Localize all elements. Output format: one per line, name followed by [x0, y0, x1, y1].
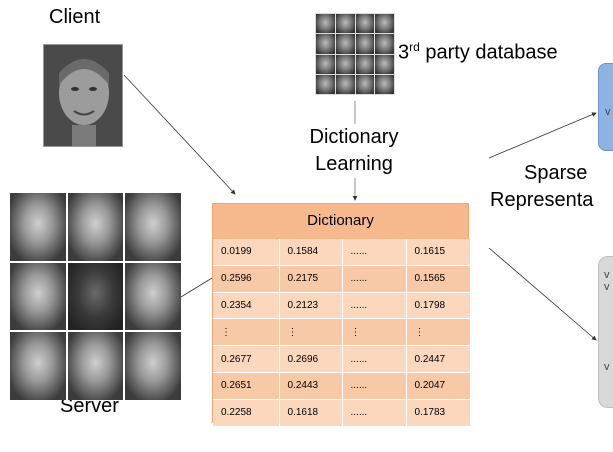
dictionary-cell: 0.1615 — [406, 239, 470, 266]
dictionary-cell: 0.2443 — [279, 372, 343, 400]
dictionary-learning-line1: Dictionary — [309, 126, 399, 148]
dictionary-cell: ...... — [342, 399, 407, 427]
dictionary-cell: ...... — [342, 265, 407, 293]
database-face-image — [355, 54, 375, 74]
database-face-image — [375, 74, 394, 94]
ordinal-number: 3 — [398, 41, 410, 64]
output-vectors-box: v v v — [598, 256, 613, 408]
database-face-image — [375, 54, 394, 74]
server-label: Server — [60, 395, 119, 417]
dictionary-cell: ⋮ — [406, 318, 470, 347]
database-face-image — [375, 14, 394, 34]
dictionary-learning-line2: Learning — [315, 153, 393, 175]
dictionary-cell: 0.2175 — [279, 265, 343, 293]
server-face-image — [67, 193, 124, 261]
client-to-dictionary-arrow — [123, 74, 236, 195]
database-face-image — [335, 74, 355, 94]
client-label: Client — [49, 6, 101, 28]
database-face-image — [335, 14, 355, 34]
database-face-image — [375, 34, 394, 54]
sparse-representation-line1: Sparse — [524, 162, 588, 184]
server-face-image — [125, 193, 181, 261]
dictionary-cell: 0.2651 — [213, 372, 280, 400]
output-vector-line2: v — [604, 281, 610, 293]
dictionary-cell: 0.1783 — [406, 399, 470, 427]
dictionary-cell: 0.2258 — [213, 399, 280, 427]
database-face-image — [335, 54, 355, 74]
server-face-image — [67, 262, 124, 331]
server-face-image — [10, 262, 66, 331]
dictionary-cell: ...... — [342, 345, 407, 373]
server-face-image — [10, 332, 66, 400]
dictionary-cell: 0.2354 — [213, 292, 280, 320]
dictionary-cell: 0.1584 — [279, 239, 343, 266]
dictionary-cell: 0.1565 — [406, 265, 470, 293]
server-face-image — [125, 332, 181, 400]
database-face-image — [316, 14, 335, 34]
database-face-thumbnails — [315, 13, 395, 95]
output-vector-line3: v — [604, 361, 610, 373]
dictionary-cell: 0.2677 — [213, 345, 280, 373]
server-face-image — [10, 193, 66, 261]
dictionary-cell: 0.0199 — [213, 239, 280, 266]
dictionary-cell: ...... — [342, 372, 407, 400]
database-face-image — [355, 14, 375, 34]
dictionary-cell: 0.2047 — [406, 372, 470, 400]
dictionary-cell: ...... — [342, 239, 407, 266]
database-face-image — [355, 34, 375, 54]
dictionary-row: ⋮⋮⋮⋮ — [213, 318, 470, 347]
dictionary-cell: 0.1798 — [406, 292, 470, 320]
dictionary-title: Dictionary — [213, 204, 468, 239]
server-face-image — [67, 332, 124, 400]
server-face-image — [125, 262, 181, 331]
ordinal-suffix: rd — [409, 40, 420, 54]
server-to-dictionary-line — [180, 277, 213, 298]
dictionary-cell: 0.2596 — [213, 265, 280, 293]
output-vector-line1: v — [604, 269, 610, 281]
dictionary-cell: ⋮ — [279, 318, 343, 347]
database-face-image — [316, 34, 335, 54]
database-label-text: party database — [425, 41, 558, 64]
dictionary-learning-label: Dictionary Learning — [298, 124, 410, 178]
dictionary-cell: ...... — [342, 292, 407, 320]
database-face-image — [335, 34, 355, 54]
dictionary-cell: ⋮ — [213, 318, 280, 347]
output-vector-text: v — [605, 106, 611, 118]
third-party-database-label: 3rd party database — [398, 40, 558, 65]
dictionary-cell: ⋮ — [342, 318, 407, 347]
to-output-vector-arrow — [488, 112, 597, 159]
database-face-image — [316, 54, 335, 74]
output-vector-box: v — [598, 63, 613, 151]
database-face-image — [316, 74, 335, 94]
dictionary-cell: 0.1618 — [279, 399, 343, 427]
to-output-vectors-arrow — [488, 247, 597, 341]
server-face-gallery — [10, 193, 181, 400]
client-face-image — [43, 44, 123, 147]
sparse-representation-line2: Representa — [490, 189, 594, 211]
dictionary-cell: 0.2123 — [279, 292, 343, 320]
database-face-image — [355, 74, 375, 94]
dictionary-cell: 0.2447 — [406, 345, 470, 373]
dictionary-cell: 0.2696 — [279, 345, 343, 373]
